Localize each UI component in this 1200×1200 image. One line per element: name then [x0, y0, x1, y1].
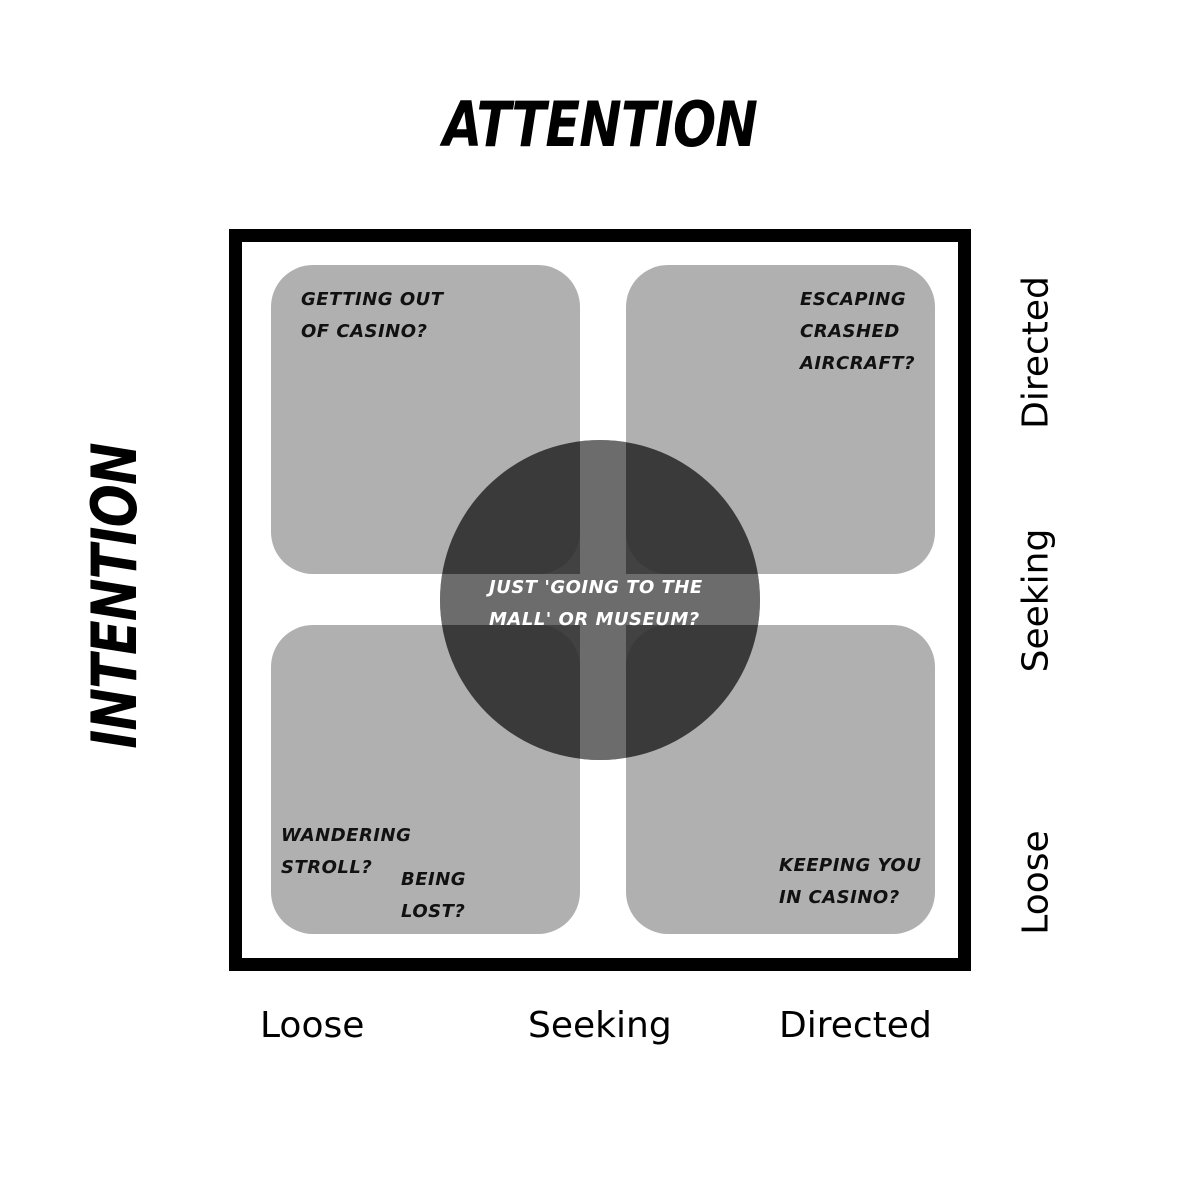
x-tick-directed: Directed [779, 1005, 932, 1046]
y-tick-directed: Directed [1015, 276, 1057, 429]
note-bottom-right: KEEPING YOU IN CASINO? [779, 855, 922, 908]
note-bottom-left-a: WANDERING STROLL? [281, 825, 412, 878]
note-top-left: GETTING OUT OF CASINO? [301, 289, 444, 342]
note-center: JUST 'GOING TO THE MALL' OR MUSEUM? [489, 577, 703, 630]
note-top-right: ESCAPING CRASHED AIRCRAFT? [800, 289, 916, 374]
note-bottom-left-b: BEING LOST? [401, 869, 467, 922]
center-cross-overlay [440, 440, 760, 760]
y-tick-loose: Loose [1015, 830, 1057, 935]
matrix-frame [229, 229, 971, 971]
x-tick-seeking: Seeking [528, 1005, 672, 1046]
x-tick-loose: Loose [260, 1005, 365, 1046]
y-tick-seeking: Seeking [1015, 528, 1057, 673]
x-axis-title: ATTENTION [442, 88, 758, 161]
